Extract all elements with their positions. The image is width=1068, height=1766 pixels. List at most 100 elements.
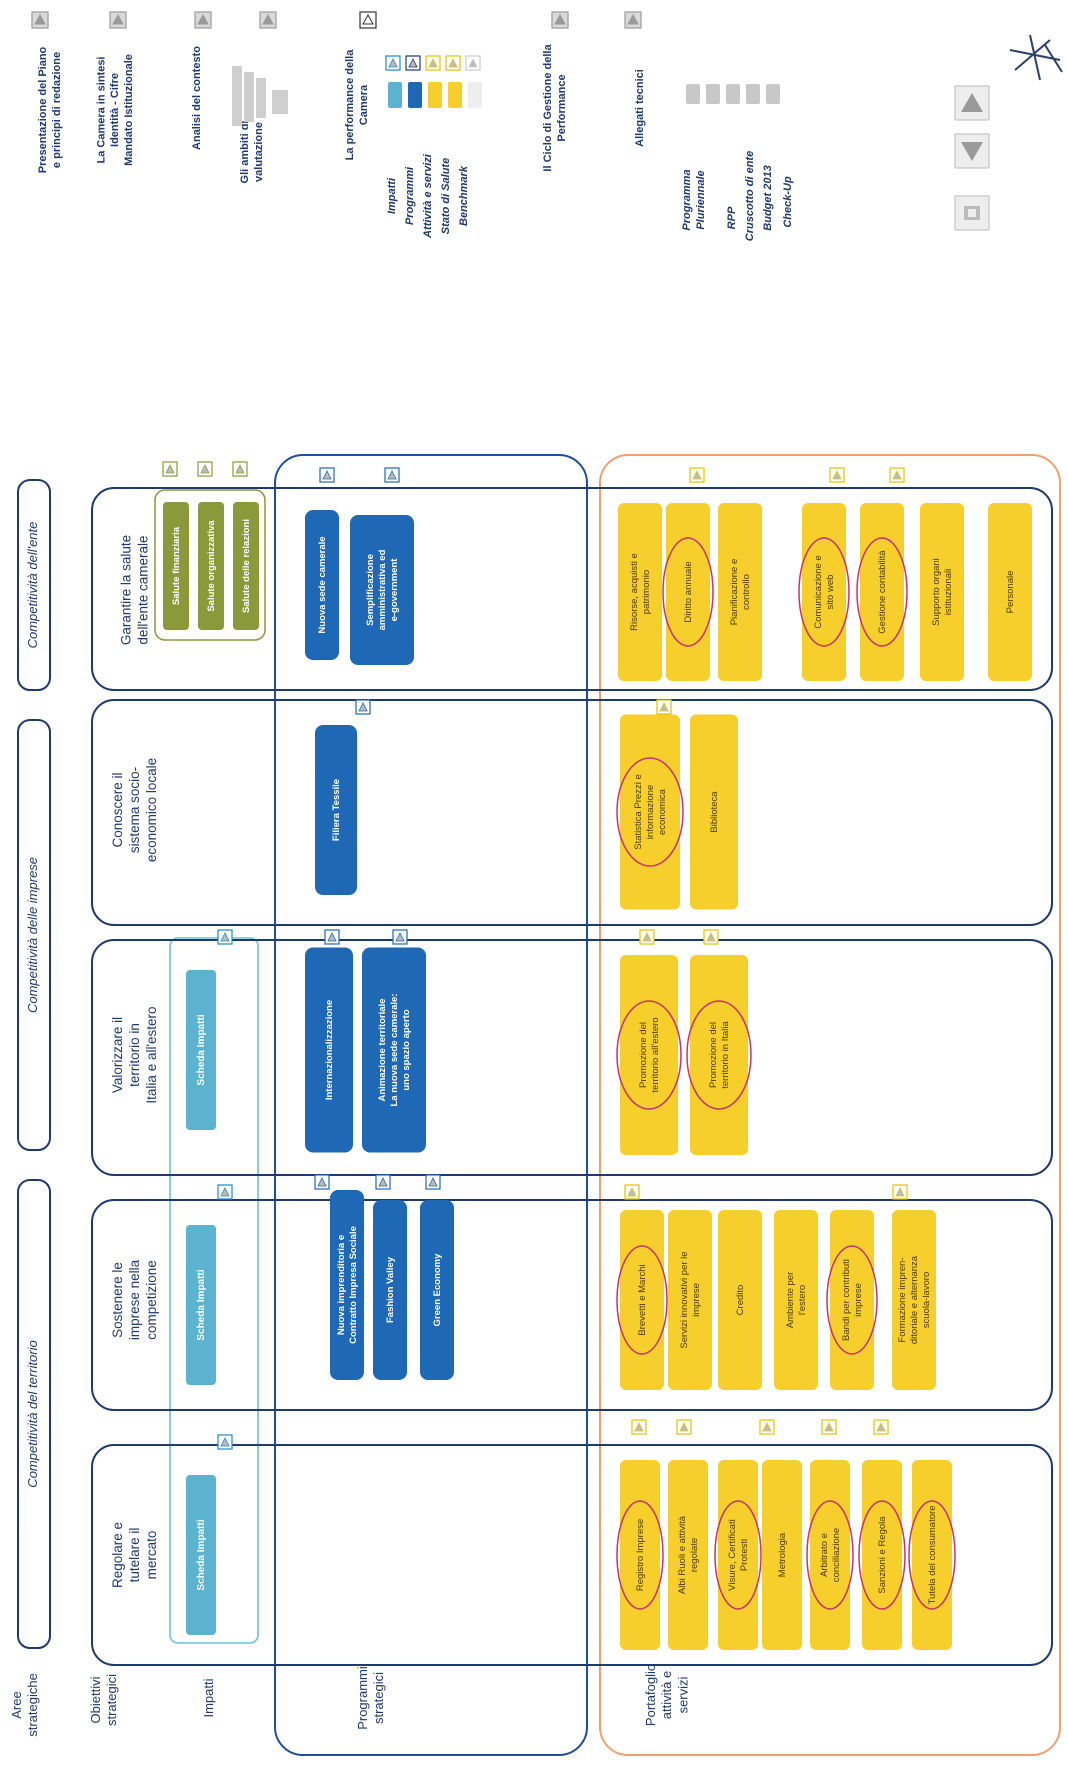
service-c4-3: Comunicazione esito web: [813, 555, 836, 628]
program-animazione: Animazione territorialeLa nuova sede cam…: [377, 994, 412, 1107]
highlight-ellipse: [714, 1500, 762, 1610]
performance-sub-4[interactable]: Benchmark: [458, 165, 470, 226]
service-link-icon[interactable]: [689, 467, 705, 483]
service-link-icon[interactable]: [892, 1184, 908, 1200]
program-link-icon[interactable]: [314, 1174, 330, 1190]
svg-text:Nuova sede camerale: Nuova sede camerale: [317, 536, 328, 633]
service-c2-1: Promozione delterritorio in Italia: [708, 1020, 731, 1088]
health-link-icon[interactable]: [162, 461, 178, 477]
context-bar-icon: [256, 78, 266, 118]
highlight-ellipse: [616, 1500, 664, 1610]
program-link-icon[interactable]: [384, 467, 400, 483]
svg-text:Semplificazioneamministrativa: Semplificazioneamministrativa ede-govern…: [365, 549, 400, 630]
svg-text:Scheda Impatti: Scheda Impatti: [196, 1519, 207, 1590]
menu-triangle-icon[interactable]: [31, 11, 49, 29]
service-c3-0: Statistica Prezzi einformazioneeconomica: [633, 774, 668, 850]
menu-triangle-icon[interactable]: [624, 11, 642, 29]
program-link-icon[interactable]: [392, 929, 408, 945]
program-nuova-sede: Nuova sede camerale: [317, 536, 328, 633]
performance-legend-triangle-icon[interactable]: [385, 55, 401, 71]
svg-text:Credito: Credito: [735, 1285, 746, 1316]
svg-text:Arbitrato econciliazione: Arbitrato econciliazione: [819, 1528, 842, 1582]
performance-sub-1[interactable]: Programmi: [404, 166, 416, 225]
menu-triangle-icon[interactable]: [551, 11, 569, 29]
menu-triangle-icon[interactable]: [109, 11, 127, 29]
service-c4-1: Diritto annuale: [683, 561, 694, 622]
allegato-budget[interactable]: Budget 2013: [762, 165, 774, 230]
program-link-icon[interactable]: [375, 1174, 391, 1190]
nav-home-button[interactable]: [954, 195, 990, 231]
objective-column: [91, 699, 1053, 926]
menu-analisi-contesto[interactable]: Analisi del contesto: [191, 46, 203, 150]
service-link-icon[interactable]: [631, 1419, 647, 1435]
service-c0-3: Metrologia: [777, 1532, 788, 1577]
health-link-icon[interactable]: [197, 461, 213, 477]
performance-sub-3[interactable]: Stato di Salute: [440, 158, 452, 234]
service-c4-5: Supporto organiistituzionali: [931, 558, 954, 626]
service-c4-4: Gestione contabilità: [877, 550, 888, 634]
service-link-icon[interactable]: [759, 1419, 775, 1435]
performance-legend-triangle-icon[interactable]: [445, 55, 461, 71]
performance-sub-0[interactable]: Impatti: [386, 177, 398, 214]
svg-text:Visure, CertificatiProtesti: Visure, CertificatiProtesti: [727, 1519, 750, 1591]
menu-triangle-icon[interactable]: [359, 11, 377, 29]
svg-text:Cruscotto di ente: Cruscotto di ente: [744, 151, 756, 241]
program-link-icon[interactable]: [324, 929, 340, 945]
nav-down-button[interactable]: [954, 133, 990, 169]
portafoglio-region: [599, 454, 1061, 1756]
allegato-swatch: [726, 84, 740, 104]
svg-text:Ambiente perl'estero: Ambiente perl'estero: [785, 1272, 808, 1329]
service-c0-2: Visure, CertificatiProtesti: [727, 1519, 750, 1591]
service-link-icon[interactable]: [821, 1419, 837, 1435]
allegato-cruscotto[interactable]: Cruscotto di ente: [744, 151, 756, 241]
impatti-region: [169, 937, 259, 1644]
performance-legend-triangle-icon[interactable]: [405, 55, 421, 71]
health-card: [163, 502, 189, 630]
highlight-ellipse: [798, 537, 850, 647]
menu-allegati-tecnici[interactable]: Allegati tecnici: [634, 69, 646, 147]
nav-up-button[interactable]: [954, 85, 990, 121]
impact-link-icon[interactable]: [217, 1434, 233, 1450]
program-link-icon[interactable]: [319, 467, 335, 483]
highlight-ellipse: [826, 1245, 878, 1355]
service-c0-5: Sanzioni e Regola: [877, 1516, 888, 1594]
program-link-icon[interactable]: [425, 1174, 441, 1190]
service-link-icon[interactable]: [829, 467, 845, 483]
service-link-icon[interactable]: [656, 699, 672, 715]
service-link-icon[interactable]: [889, 467, 905, 483]
health-card: [233, 502, 259, 630]
performance-legend-triangle-icon[interactable]: [465, 55, 481, 71]
svg-text:Statistica Prezzi einformazion: Statistica Prezzi einformazioneeconomica: [633, 774, 668, 850]
svg-text:Areestrategiche: Areestrategiche: [9, 1673, 40, 1737]
performance-legend-triangle-icon[interactable]: [425, 55, 441, 71]
highlight-ellipse: [616, 757, 684, 867]
allegato-rpp[interactable]: RPP: [726, 206, 738, 229]
impact-link-icon[interactable]: [217, 929, 233, 945]
allegato-checkup[interactable]: Check-Up: [782, 176, 794, 228]
svg-text:Green Economy: Green Economy: [432, 1253, 443, 1327]
service-link-icon[interactable]: [639, 929, 655, 945]
service-link-icon[interactable]: [624, 1184, 640, 1200]
program-card: [420, 1200, 454, 1380]
program-card: [362, 947, 426, 1153]
menu-triangle-icon[interactable]: [194, 11, 212, 29]
performance-sub-2[interactable]: Attività e servizi: [422, 153, 434, 239]
svg-text:Allegati tecnici: Allegati tecnici: [634, 69, 646, 147]
svg-text:Budget 2013: Budget 2013: [762, 165, 774, 230]
service-link-icon[interactable]: [703, 929, 719, 945]
menu-triangle-icon[interactable]: [259, 11, 277, 29]
program-link-icon[interactable]: [355, 699, 371, 715]
svg-text:Personale: Personale: [1005, 571, 1016, 614]
service-link-icon[interactable]: [676, 1419, 692, 1435]
service-link-icon[interactable]: [873, 1419, 889, 1435]
health-link-icon[interactable]: [232, 461, 248, 477]
impact-link-icon[interactable]: [217, 1184, 233, 1200]
